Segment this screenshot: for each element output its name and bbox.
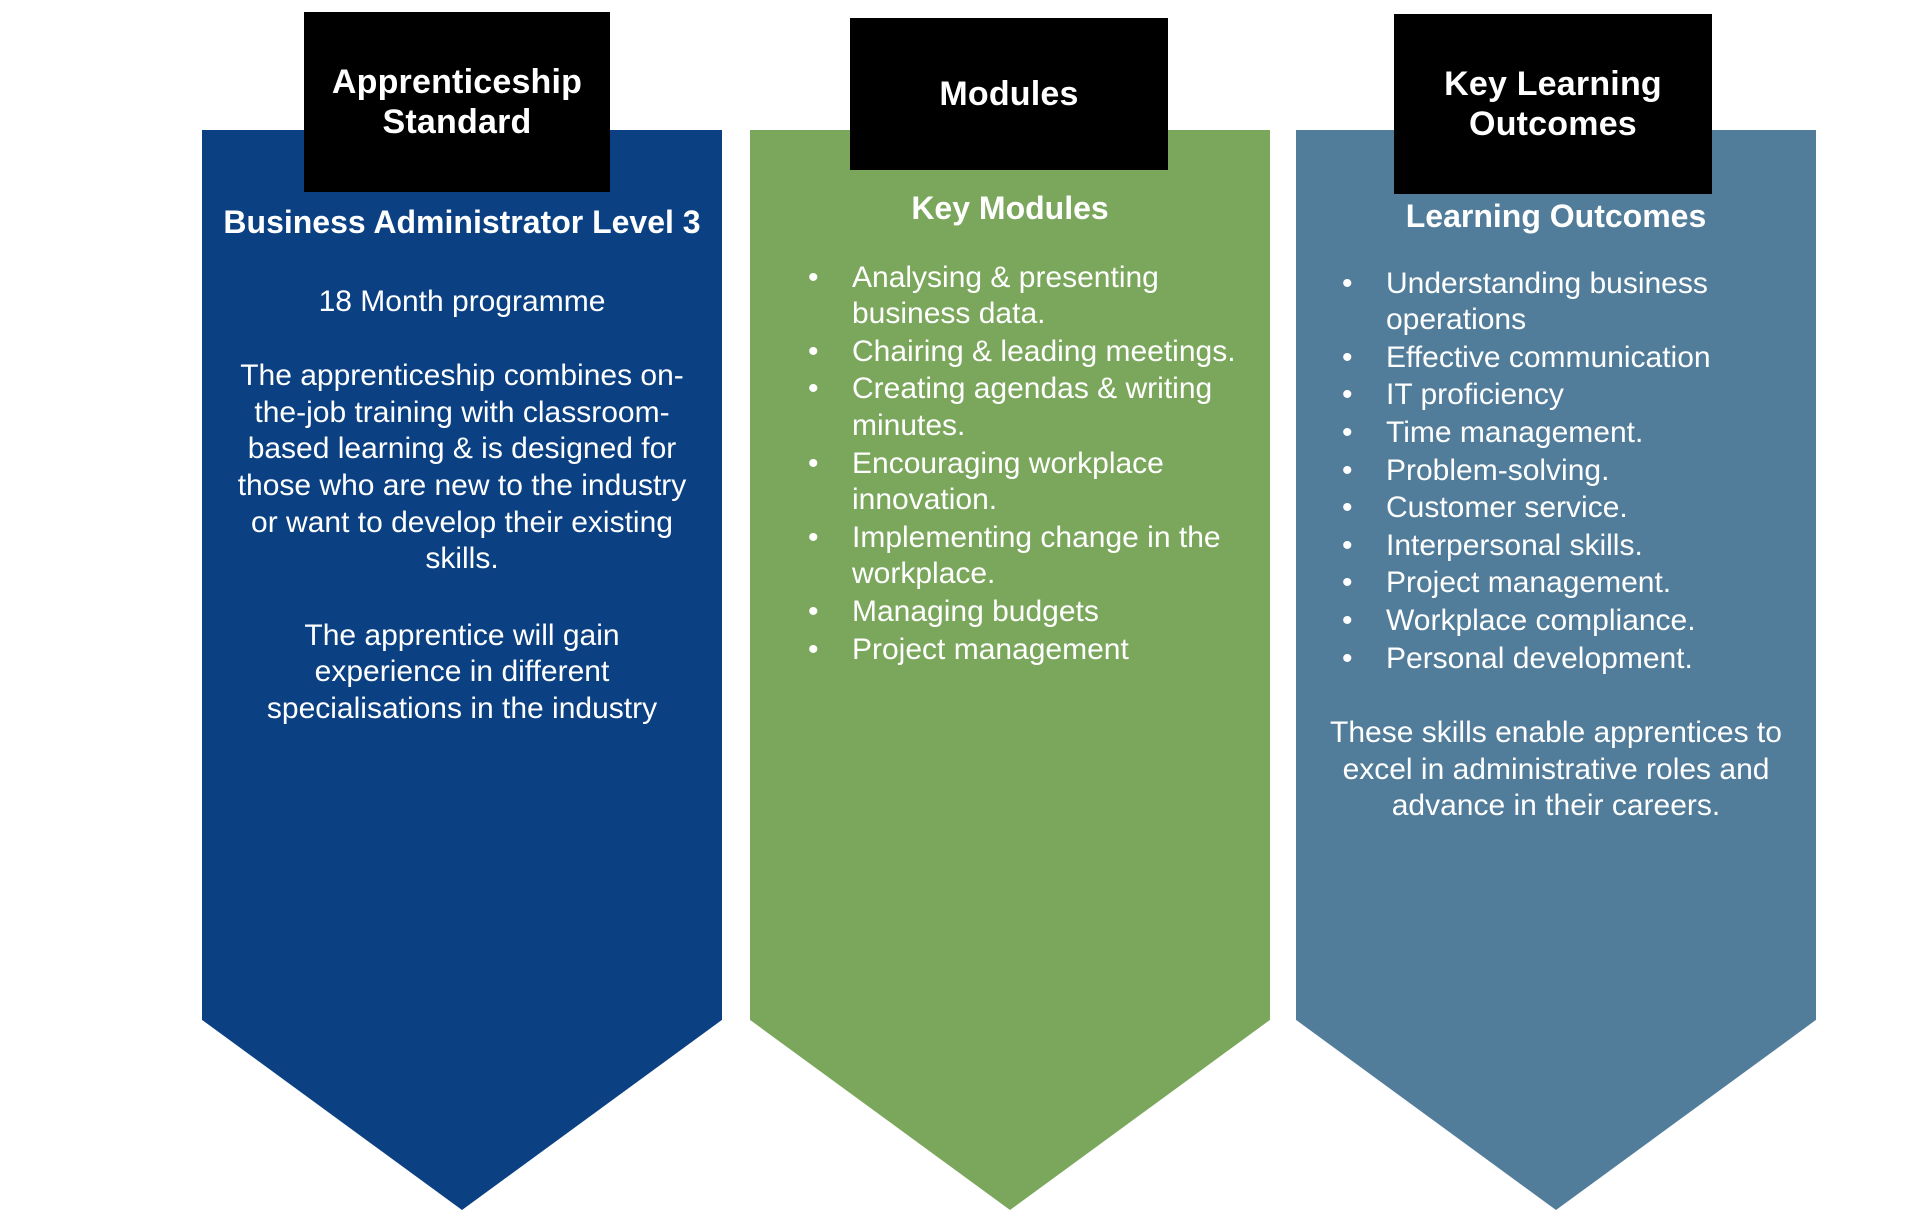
header-plate-line-2: Outcomes	[1469, 105, 1637, 143]
header-plate-modules: Modules	[850, 18, 1168, 170]
bullet-icon: •	[1342, 266, 1353, 300]
list-item-label: Interpersonal skills.	[1386, 528, 1643, 562]
programme-duration-text: 18 Month programme	[318, 284, 606, 318]
header-plate-line-1: Apprenticeship	[331, 62, 583, 101]
apprenticeship-description-text: The apprenticeship combines on-the-job t…	[237, 359, 687, 576]
list-item-label: Encouraging workplace innovation.	[852, 446, 1164, 517]
list-item-label: Creating agendas & writing minutes.	[852, 372, 1213, 442]
bullet-icon: •	[808, 334, 819, 368]
list-item: • Managing budgets	[802, 594, 1252, 631]
bullet-icon: •	[1342, 603, 1353, 637]
list-item-label: Customer service.	[1386, 491, 1628, 525]
list-item-label: Project management.	[1386, 566, 1672, 600]
header-plate-apprenticeship-standard: Apprenticeship Standard	[304, 12, 610, 192]
list-item-label: Time management.	[1386, 415, 1644, 449]
column-heading-outcomes: Learning Outcomes	[1405, 198, 1707, 234]
outcomes-conclusion-text: These skills enable apprentices to excel…	[1330, 716, 1782, 823]
column-learning-outcomes: Learning Outcomes • Understanding busines…	[1296, 130, 1816, 1210]
header-plate-line-1: Modules	[939, 74, 1079, 113]
list-item-label: IT proficiency	[1386, 378, 1564, 412]
column-heading-standard: Business Administrator Level 3	[223, 204, 701, 240]
bullet-icon: •	[1342, 378, 1353, 412]
list-item: • Customer service.	[1336, 490, 1798, 527]
bullet-icon: •	[1342, 641, 1353, 675]
header-plate-key-learning-outcomes: Key Learning Outcomes	[1394, 14, 1712, 194]
bullet-icon: •	[1342, 566, 1353, 600]
column-modules: Key Modules • Analysing & presenting busi…	[750, 130, 1270, 1210]
list-item-label: Understanding business operations	[1386, 266, 1708, 337]
list-item-label: Effective communication	[1386, 340, 1711, 374]
bullet-icon: •	[1342, 415, 1353, 449]
list-item-label: Analysing & presenting business data.	[852, 260, 1159, 331]
list-item: • IT proficiency	[1336, 377, 1798, 414]
bullet-icon: •	[808, 632, 819, 666]
list-item: • Time management.	[1336, 415, 1798, 452]
key-modules-list: • Analysing & presenting business data. • C…	[768, 260, 1252, 669]
bullet-icon: •	[1342, 453, 1353, 487]
list-item-label: Managing budgets	[852, 594, 1099, 628]
list-item: • Implementing change in the workplace.	[802, 520, 1252, 593]
list-item: • Analysing & presenting business data.	[802, 260, 1252, 333]
list-item-label: Problem-solving.	[1386, 453, 1610, 487]
list-item: • Effective communication	[1336, 340, 1798, 377]
list-item-label: Workplace compliance.	[1386, 603, 1696, 637]
list-item: • Creating agendas & writing minutes.	[802, 371, 1252, 444]
bullet-icon: •	[1342, 491, 1353, 525]
column-apprenticeship-standard: Business Administrator Level 3 18 Month …	[202, 130, 722, 1210]
list-item-label: Chairing & leading meetings.	[852, 334, 1236, 368]
bullet-icon: •	[808, 372, 819, 406]
bullet-icon: •	[1342, 340, 1353, 374]
infographic-canvas: Business Administrator Level 3 18 Month …	[202, 12, 1816, 1210]
bullet-icon: •	[808, 260, 819, 294]
list-item: • Encouraging workplace innovation.	[802, 446, 1252, 519]
list-item-label: Personal development.	[1386, 641, 1693, 675]
list-item-label: Project management	[852, 632, 1129, 666]
list-item: • Understanding business operations	[1336, 266, 1798, 339]
list-item: • Problem-solving.	[1336, 453, 1798, 490]
list-item: • Personal development.	[1336, 641, 1798, 678]
list-item: • Interpersonal skills.	[1336, 528, 1798, 565]
column-heading-modules: Key Modules	[911, 190, 1109, 226]
bullet-icon: •	[808, 594, 819, 628]
list-item: • Workplace compliance.	[1336, 603, 1798, 640]
list-item: • Project management	[802, 632, 1252, 669]
list-item: • Project management.	[1336, 565, 1798, 602]
list-item-label: Implementing change in the workplace.	[852, 520, 1221, 591]
list-item: • Chairing & leading meetings.	[802, 334, 1252, 371]
bullet-icon: •	[1342, 528, 1353, 562]
learning-outcomes-list: • Understanding business operations • Effec…	[1314, 266, 1798, 678]
bullet-icon: •	[808, 446, 819, 480]
bullet-icon: •	[808, 520, 819, 554]
header-plate-line-2: Standard	[382, 103, 532, 141]
apprentice-experience-text: The apprentice will gain experience in d…	[266, 618, 658, 725]
header-plate-line-1: Key Learning	[1444, 64, 1662, 103]
